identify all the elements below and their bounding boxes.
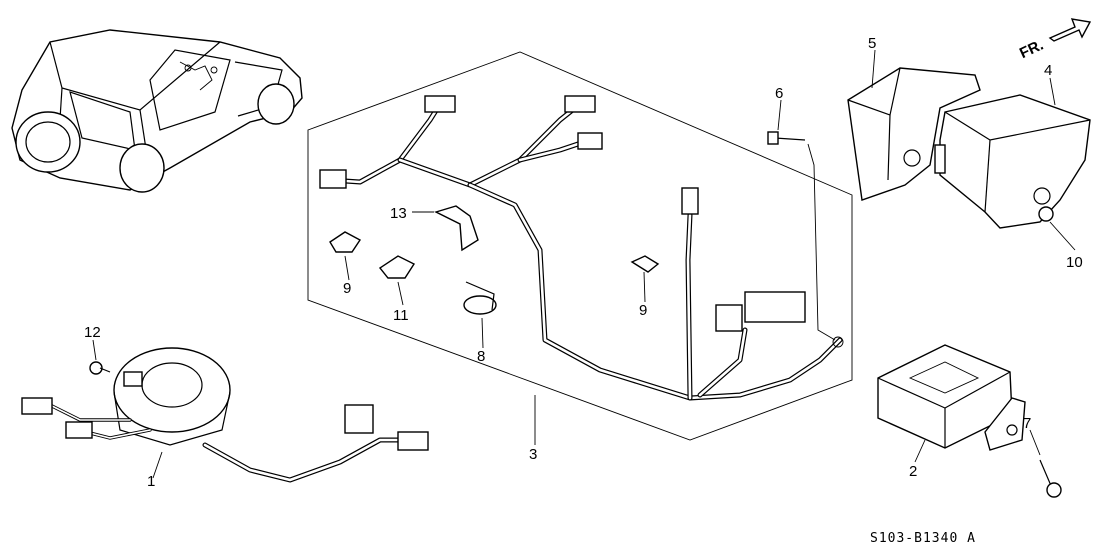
callout-7: 7 <box>1023 415 1031 432</box>
leader-lines <box>92 49 1076 479</box>
callout-6: 6 <box>775 85 783 102</box>
callout-3: 3 <box>529 446 537 463</box>
main-harness <box>319 95 844 401</box>
callout-9-left: 9 <box>343 280 351 297</box>
callout-12: 12 <box>84 324 101 341</box>
callout-1: 1 <box>147 473 155 490</box>
fasteners <box>89 131 1062 498</box>
direction-label: FR. <box>1017 37 1046 63</box>
part-1-cable-reel <box>21 347 429 483</box>
part-5-bracket <box>847 67 981 201</box>
callout-10: 10 <box>1066 254 1083 271</box>
callout-labels: 1 2 3 4 5 6 7 8 9 9 10 11 12 13 <box>84 35 1083 490</box>
callout-13: 13 <box>390 205 407 222</box>
front-direction-indicator: FR. <box>1017 18 1092 63</box>
callout-5: 5 <box>868 35 876 52</box>
part-2-srs-unit <box>877 344 1026 451</box>
callout-8: 8 <box>477 348 485 365</box>
part-4-unit-cover <box>934 94 1091 229</box>
vehicle-illustration <box>11 29 303 193</box>
callout-4: 4 <box>1044 62 1052 79</box>
harness-kit-boundary <box>307 51 853 441</box>
figure-code: S103-B1340 A <box>870 531 976 546</box>
callout-9-right: 9 <box>639 302 647 319</box>
callout-11: 11 <box>393 307 409 324</box>
callout-2: 2 <box>909 463 917 480</box>
